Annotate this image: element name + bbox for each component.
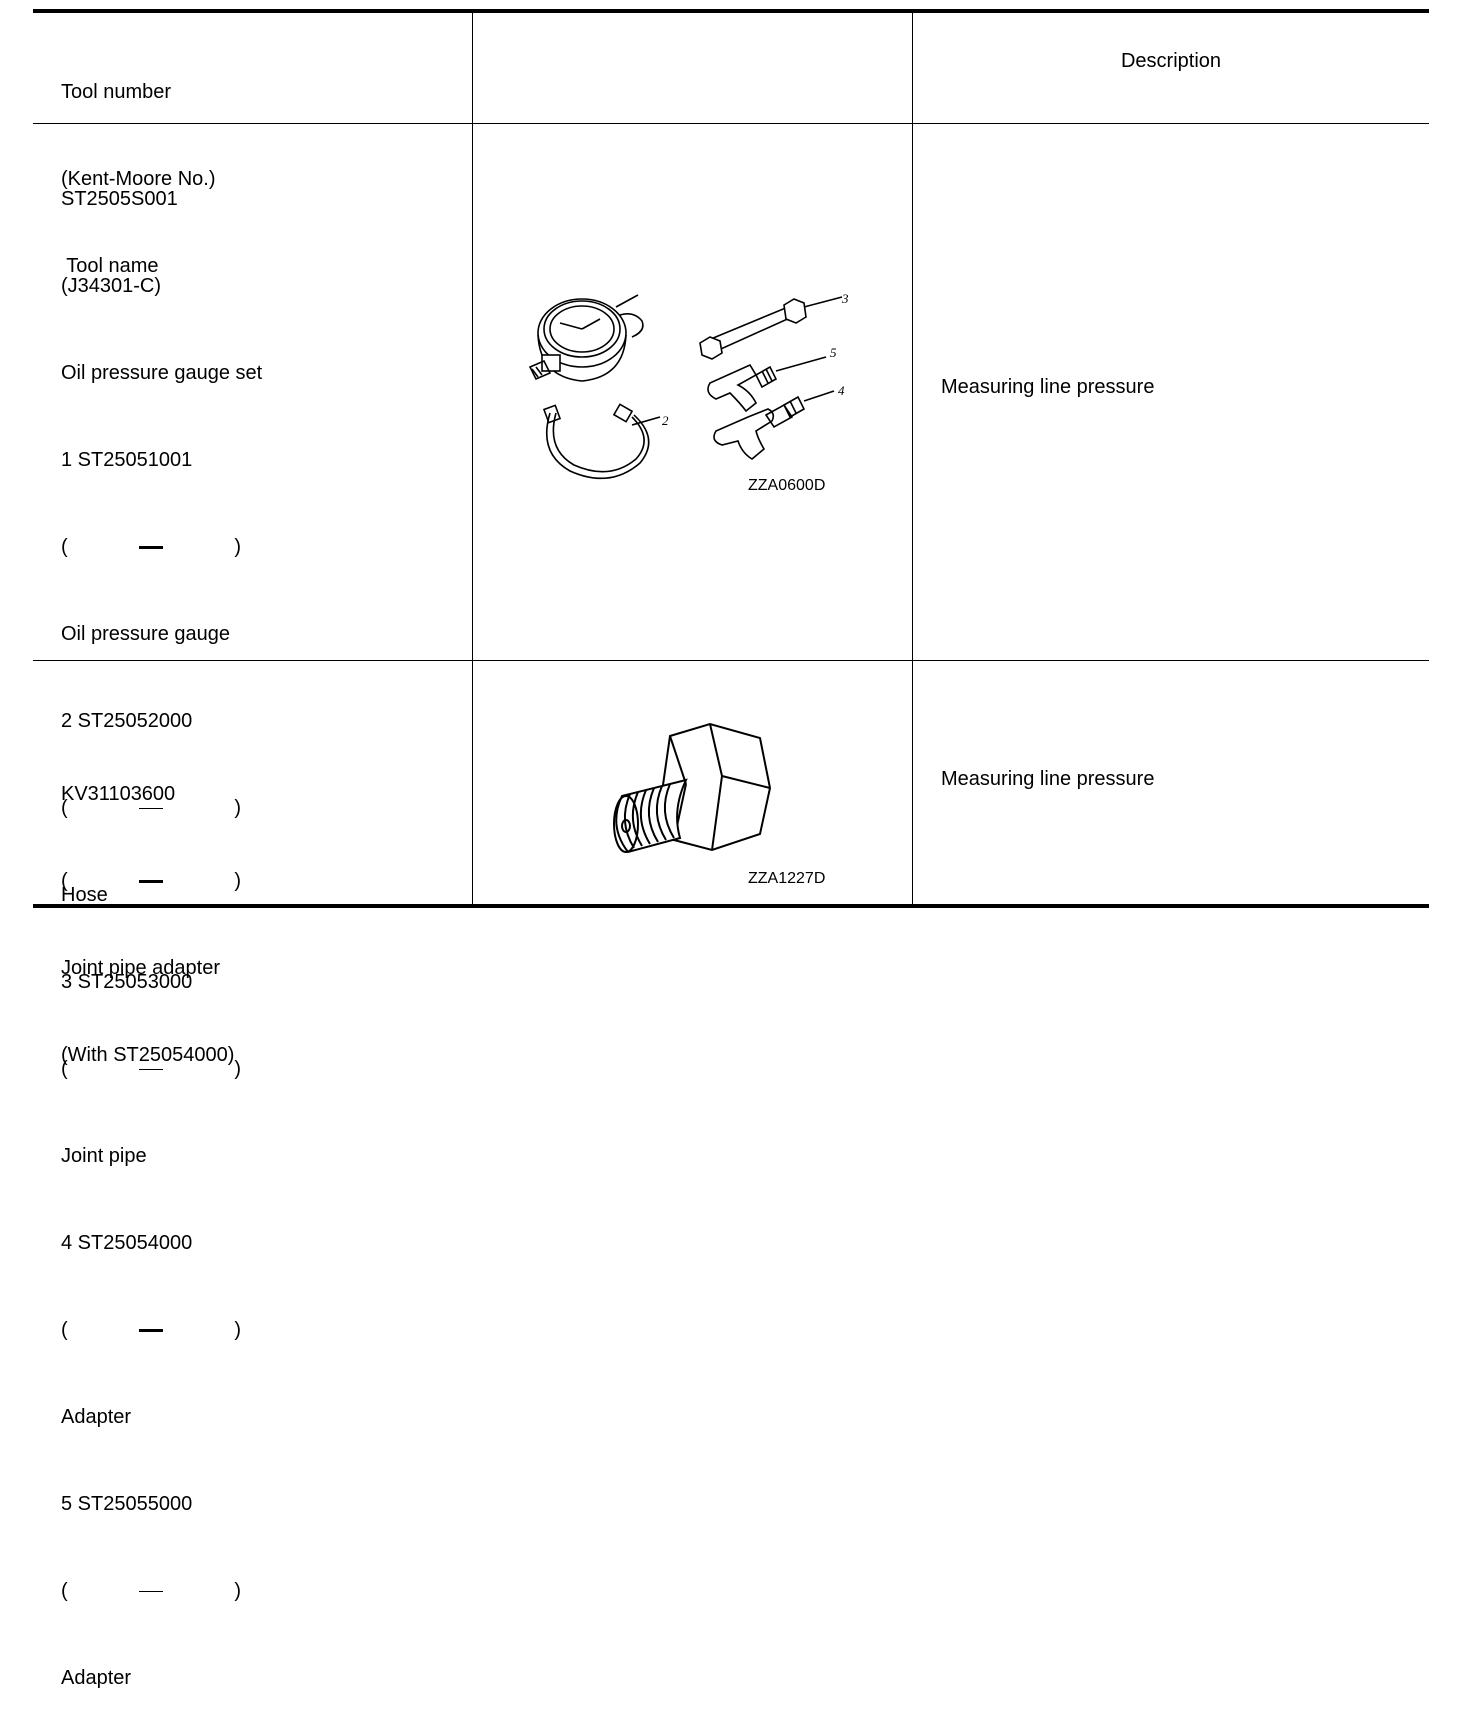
part-number: 2 ST25052000 [61,710,193,732]
none-dash [139,1329,163,1332]
column-divider-2 [912,12,913,905]
tool-name: Joint pipe adapter [61,957,221,979]
part-number: 1 ST25051001 [61,449,193,471]
callout-label: 2 [662,413,669,428]
column-divider-1 [472,12,473,905]
tool-name: Oil pressure gauge set [61,362,263,384]
table-top-rule [33,9,1429,13]
none-dash [139,1590,163,1593]
row2-tool-text: KV31103600 () Joint pipe adapter (With S… [61,722,241,1099]
kent-moore-number: () [61,536,241,558]
header-line: Tool name [61,255,159,277]
part-name: Oil pressure gauge [61,623,230,645]
kent-moore-number: () [61,1319,241,1341]
none-dash [139,807,163,810]
callout-label: 4 [838,383,845,398]
description-text: Measuring line pressure [941,376,1155,398]
kent-moore-number: (J34301-C) [61,275,162,297]
tool-number: ST2505S001 [61,188,178,210]
row-divider [33,660,1429,661]
figure-id: ZZA1227D [748,870,826,887]
hose-icon [542,403,661,480]
kent-moore-number: () [61,797,241,819]
adapter-icon [707,356,827,413]
part-name: Adapter [61,1406,132,1428]
tool-number: KV31103600 [61,783,176,805]
pressure-gauge-icon [528,294,644,382]
part-name: Hose [61,884,108,906]
figure-id: ZZA0600D [748,477,826,494]
none-dash [139,880,163,883]
tool-note: (With ST25054000) [61,1044,235,1066]
adapter-icon [713,390,835,460]
oil-pressure-gauge-set-illustration: 3 5 4 2 [528,291,849,480]
header-description: Description [1120,50,1222,72]
joint-pipe-icon [699,296,843,360]
header-line: Tool number [61,81,172,103]
header-bottom-rule [33,123,1429,124]
table-bottom-rule [33,904,1429,908]
none-dash [139,546,163,549]
part-name: Joint pipe [61,1145,147,1167]
header-tool-column: Tool number (Kent-Moore No.) Tool name [61,20,216,310]
header-line: (Kent-Moore No.) [61,168,216,190]
kent-moore-number: () [61,1580,241,1602]
callout-label: 3 [841,291,849,306]
part-number: 5 ST25055000 [61,1493,193,1515]
joint-pipe-adapter-illustration [613,722,772,854]
description-text: Measuring line pressure [941,768,1155,790]
part-number: 4 ST25054000 [61,1232,193,1254]
part-name: Adapter [61,1667,132,1689]
kent-moore-number: () [61,870,241,892]
callout-label: 5 [830,345,837,360]
